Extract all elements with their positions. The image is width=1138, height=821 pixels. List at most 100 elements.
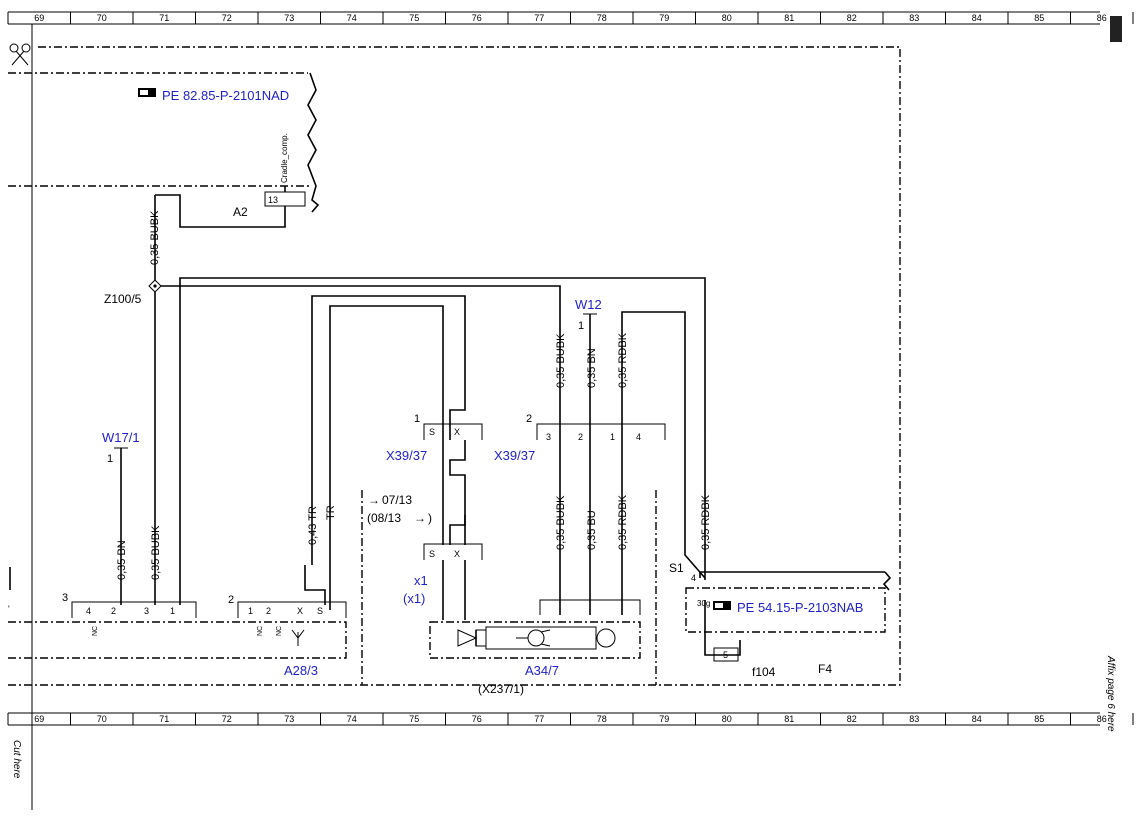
- svg-text:NC: NC: [92, 626, 99, 636]
- svg-text:1: 1: [610, 432, 615, 442]
- x39-left-box: [423, 423, 483, 440]
- s1-label: S1: [669, 561, 684, 575]
- x39-right-box: [536, 423, 666, 440]
- wire-z100-bubk-right: [161, 285, 561, 430]
- w17-pin: 1: [107, 453, 113, 465]
- camera-icon: [457, 626, 616, 650]
- svg-text:NC: NC: [276, 626, 283, 636]
- svg-text:→: →: [368, 493, 380, 507]
- a34-label[interactable]: A34/7: [525, 663, 559, 678]
- date-note-1: 07/13: [382, 493, 412, 507]
- grid-number: 80: [722, 13, 732, 23]
- grid-number: 72: [222, 13, 232, 23]
- cradle-label: Cradle_comp.: [280, 133, 289, 183]
- svg-text:S: S: [429, 427, 435, 437]
- ref-top-link[interactable]: PE 82.85-P-2101NAD: [162, 88, 289, 103]
- grid-number: 75: [409, 714, 419, 724]
- affix-note: Affix page 6 here: [1105, 655, 1116, 732]
- conn3-box: [71, 601, 197, 618]
- svg-text:4: 4: [636, 432, 641, 442]
- svg-text:3: 3: [546, 432, 551, 442]
- grid-number: 86: [1097, 13, 1107, 23]
- wire-label-rdbk-mid: 0,35 RDBK: [617, 332, 629, 388]
- svg-text:S: S: [317, 606, 323, 616]
- grid-number: 80: [722, 714, 732, 724]
- conn2-box: [237, 601, 347, 618]
- grid-number: 81: [784, 13, 794, 23]
- svg-text:NC: NC: [257, 626, 264, 636]
- svg-text:X: X: [454, 427, 460, 437]
- grid-number: 74: [347, 13, 357, 23]
- svg-text:5: 5: [723, 650, 728, 660]
- wire-label-tr: TR: [325, 505, 337, 520]
- x39-left-number: 1: [414, 413, 420, 425]
- a28-label[interactable]: A28/3: [284, 663, 318, 678]
- wire-label-rdbk-low: 0,35 RDBK: [617, 494, 629, 550]
- grid-number: 85: [1034, 13, 1044, 23]
- grid-number: 84: [972, 714, 982, 724]
- x237-label: (X237/1): [478, 682, 524, 696]
- svg-text:X: X: [297, 606, 303, 616]
- wire-label-tr43: 0,43 TR: [307, 506, 319, 545]
- f4-label: F4: [818, 662, 832, 676]
- x1-label[interactable]: x1: [414, 573, 428, 588]
- date-note-2: (08/13: [367, 511, 401, 525]
- a28-box: [8, 621, 347, 659]
- grid-number: 72: [222, 714, 232, 724]
- svg-text:2: 2: [266, 606, 271, 616]
- grid-number: 79: [659, 13, 669, 23]
- svg-text:1: 1: [248, 606, 253, 616]
- wire-label-bubk-top: 0,35 BUBK: [149, 210, 161, 265]
- antenna-icon: [291, 629, 305, 646]
- scissors-icon: [9, 43, 31, 66]
- wire-top-loop: [179, 277, 706, 605]
- f104-label: f104: [752, 665, 776, 679]
- grid-number: 76: [472, 13, 482, 23]
- page-tab-marker: [1110, 16, 1122, 42]
- svg-text:1: 1: [170, 606, 175, 616]
- wire-label-bn-mid: 0,35 BN: [586, 348, 598, 388]
- x39-left-label[interactable]: X39/37: [386, 448, 427, 463]
- wire-tr-outer: [311, 295, 466, 565]
- wire-label-bu-low: 0,35 BU: [586, 510, 598, 550]
- wire-label-bubk-left: 0,35 BUBK: [150, 525, 162, 580]
- wire-label-bn-left: 0,35 BN: [116, 540, 128, 580]
- a2-label: A2: [233, 205, 248, 219]
- grid-number: 73: [284, 13, 294, 23]
- svg-text:2: 2: [578, 432, 583, 442]
- grid-number: 75: [409, 13, 419, 23]
- svg-text:S: S: [429, 549, 435, 559]
- wire-label-bubk-mid: 0,35 BUBK: [555, 333, 567, 388]
- grid-number: 71: [159, 714, 169, 724]
- ref-bottom-link[interactable]: PE 54.15-P-2103NAB: [737, 600, 863, 615]
- outer-frame: [8, 46, 901, 686]
- a2-pin-label: 13: [268, 195, 278, 205]
- a2-break-line: [307, 72, 320, 213]
- x39-right-label[interactable]: X39/37: [494, 448, 535, 463]
- w12-label[interactable]: W12: [575, 297, 602, 312]
- svg-text:3: 3: [144, 606, 149, 616]
- grid-number: 86: [1097, 714, 1107, 724]
- svg-text:': ': [8, 604, 10, 614]
- grid-number: 82: [847, 714, 857, 724]
- w17-label[interactable]: W17/1: [102, 430, 140, 445]
- f4-inner-box: [685, 587, 886, 633]
- grid-number: 85: [1034, 714, 1044, 724]
- wire-label-bubk-low: 0,35 BUBK: [555, 495, 567, 550]
- x1b-label[interactable]: (x1): [403, 591, 425, 606]
- x39-right-number: 2: [526, 413, 532, 425]
- grid-number: 74: [347, 714, 357, 724]
- svg-text:4: 4: [86, 606, 91, 616]
- grid-number: 69: [34, 714, 44, 724]
- svg-text:X: X: [454, 549, 460, 559]
- svg-text:): ): [428, 511, 432, 525]
- grid-number: 79: [659, 714, 669, 724]
- grid-number: 73: [284, 714, 294, 724]
- conn3-number: 3: [62, 592, 68, 604]
- wire-a2-bubk: [155, 194, 286, 228]
- grid-number: 77: [534, 13, 544, 23]
- grid-number: 84: [972, 13, 982, 23]
- pin-30g: 30g: [697, 599, 710, 608]
